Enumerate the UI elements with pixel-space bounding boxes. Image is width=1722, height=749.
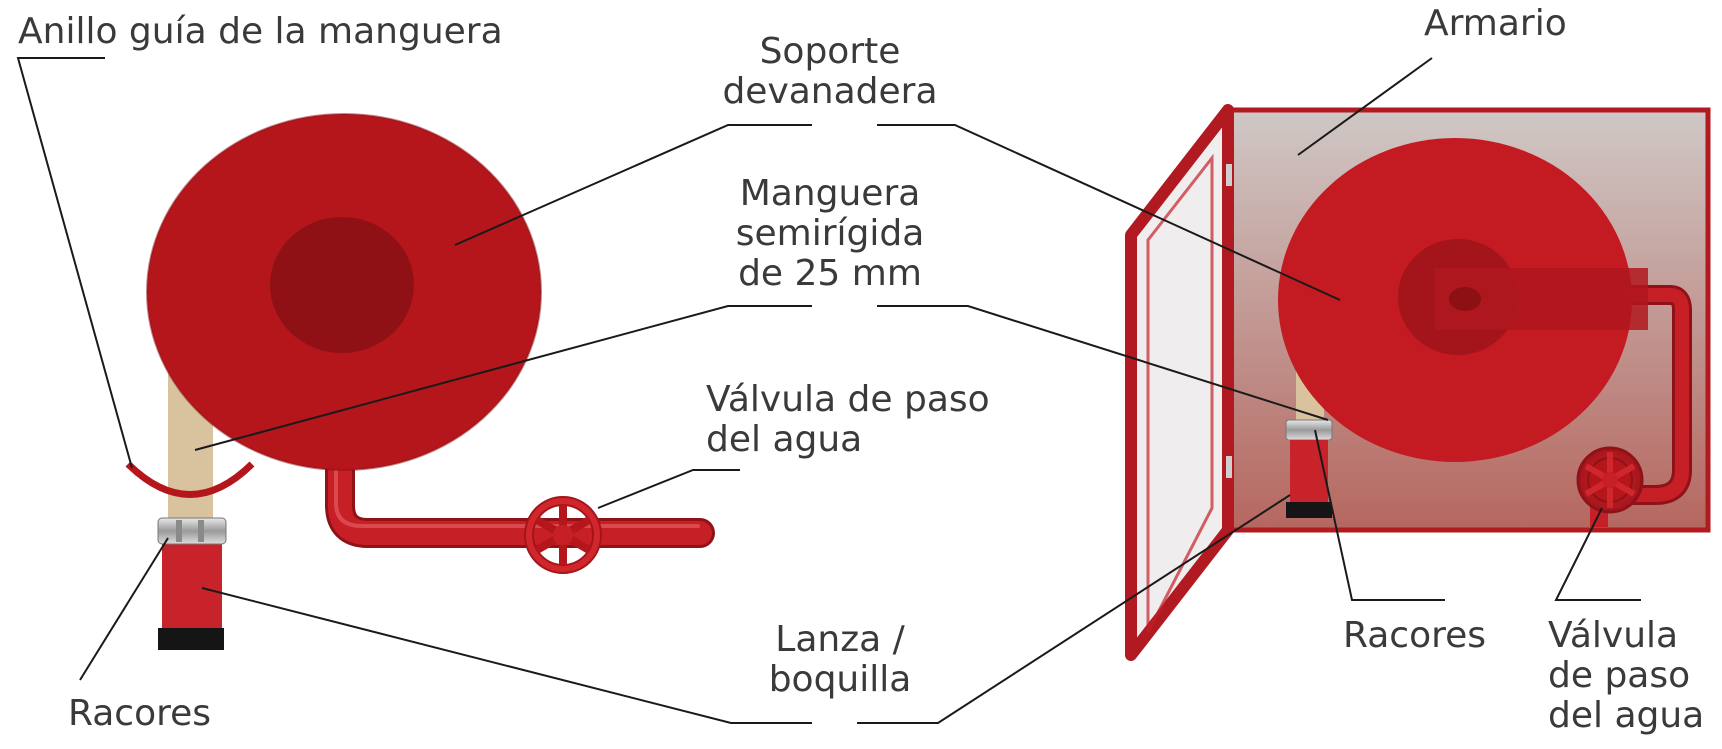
label-valvula-right-line-3: del agua	[1548, 695, 1705, 736]
label-lanza-line-2: boquilla	[768, 659, 912, 700]
label-valvula-paso-center: Válvula de paso del agua	[706, 380, 990, 460]
label-armario: Armario	[1424, 3, 1567, 44]
cabinet-assembly	[1125, 104, 1711, 661]
leader-armario	[1297, 57, 1433, 156]
label-lanza-line-1: Lanza /	[775, 619, 905, 660]
leader-soporte-right	[877, 124, 1341, 301]
label-valvula-center-line-2: del agua	[706, 419, 863, 460]
left-reel-hub	[270, 217, 414, 353]
left-valve-wheel	[524, 496, 602, 574]
leader-racores-left	[79, 537, 169, 681]
label-lanza-boquilla: Lanza / boquilla	[720, 620, 960, 700]
cabinet-nozzle-body	[1290, 440, 1328, 505]
left-reel-disk	[146, 113, 542, 471]
nozzle-tip	[158, 628, 224, 650]
hose-coupling	[157, 517, 227, 545]
label-racores-right: Racores	[1343, 615, 1487, 656]
leader-lanza-left	[201, 587, 812, 724]
leader-anillo	[16, 57, 133, 469]
nozzle-body	[162, 540, 222, 630]
cabinet-nozzle-tip	[1286, 502, 1332, 518]
label-manguera-line-3: de 25 mm	[738, 253, 922, 294]
door-hinge-top	[1226, 164, 1232, 186]
cabinet-valve-wheel	[1576, 446, 1644, 514]
label-valvula-right-line-1: Válvula	[1548, 615, 1679, 656]
cabinet-open-door	[1125, 104, 1234, 661]
left-supply-pipe	[325, 445, 715, 548]
hose-guide-ring	[125, 461, 255, 498]
label-soporte-line-2: devanadera	[722, 71, 938, 112]
label-soporte-devanadera: Soporte devanadera	[700, 32, 960, 112]
reel-support-arm	[1435, 268, 1648, 330]
label-anillo-guia: Anillo guía de la manguera	[18, 11, 503, 52]
leader-valvula-right	[1554, 507, 1641, 601]
door-hinge-bottom	[1226, 456, 1232, 478]
label-manguera-line-2: semirígida	[735, 213, 925, 254]
label-racores-left: Racores	[68, 693, 212, 734]
leader-manguera-left	[194, 305, 812, 451]
leader-valvula-center	[597, 469, 740, 509]
leader-lanza-right	[857, 494, 1291, 724]
cabinet-coupling	[1285, 419, 1333, 441]
label-valvula-right-line-2: de paso	[1548, 655, 1691, 696]
leader-lines	[16, 57, 1641, 724]
leader-soporte-left	[454, 124, 812, 246]
label-valvula-right: Válvula de paso del agua	[1548, 616, 1704, 736]
label-manguera-line-1: Manguera	[739, 173, 921, 214]
leader-racores-right	[1314, 429, 1445, 601]
label-valvula-center-line-1: Válvula de paso	[706, 379, 990, 420]
leader-manguera-right	[877, 305, 1329, 421]
label-manguera-semirigida: Manguera semirígida de 25 mm	[700, 174, 960, 294]
label-soporte-line-1: Soporte	[759, 31, 901, 72]
